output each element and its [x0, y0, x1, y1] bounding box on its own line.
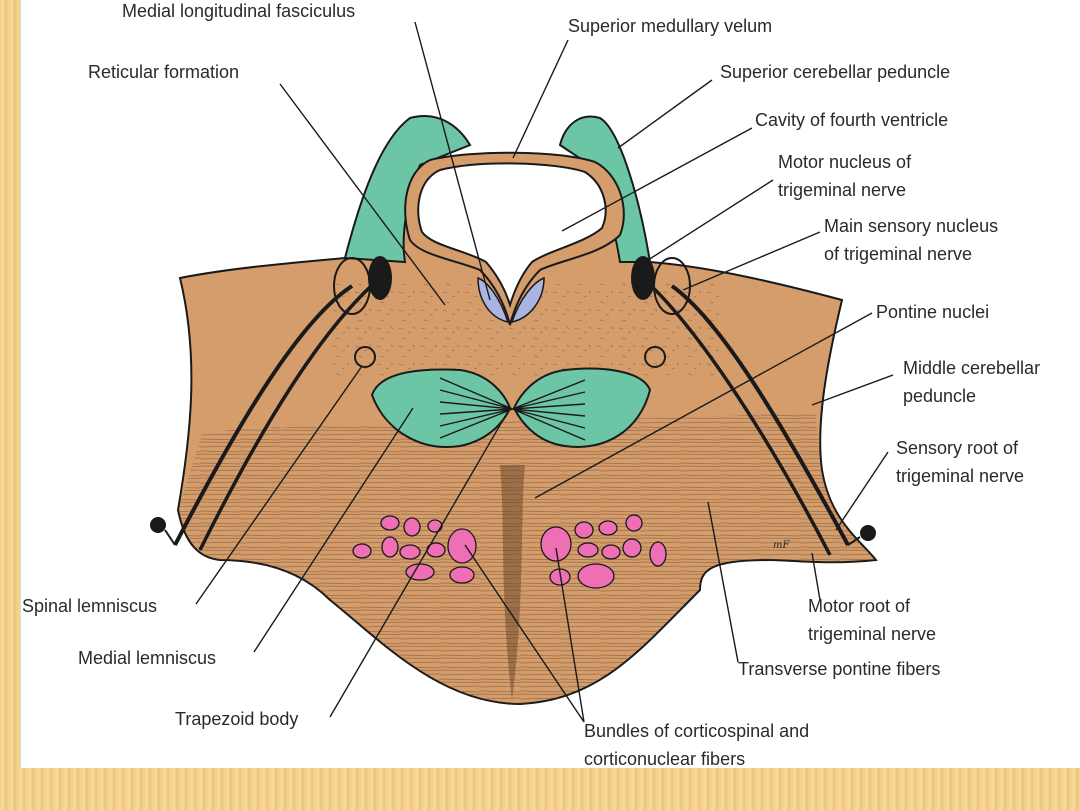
right-main-sensory-nucleus — [653, 257, 691, 315]
label-sensory-root-line1: Sensory root of — [896, 438, 1019, 458]
label-spinal-lemniscus: Spinal lemniscus — [22, 596, 157, 616]
midline-raphe — [500, 465, 525, 700]
label-medial-lemniscus: Medial lemniscus — [78, 648, 216, 668]
leader-lines — [195, 21, 894, 723]
label-sensory-root-line2: trigeminal nerve — [896, 466, 1024, 486]
label-medial-longitudinal-fasciculus: Medial longitudinal fasciculus — [122, 1, 355, 21]
left-spinal-lemniscus — [354, 346, 376, 368]
right-ganglion-stalk — [847, 536, 861, 546]
label-cavity-fourth-ventricle: Cavity of fourth ventricle — [755, 110, 948, 130]
right-trigeminal-root — [670, 284, 850, 546]
left-corticospinal-bundles — [352, 515, 477, 584]
label-transverse-pontine-fibers: Transverse pontine fibers — [738, 659, 940, 679]
fourth-ventricle-cavity — [417, 162, 607, 309]
left-ganglion-stalk — [164, 529, 176, 546]
label-motor-root-line2: trigeminal nerve — [808, 624, 936, 644]
right-spinal-lemniscus — [644, 346, 666, 368]
left-trigeminal-root-2 — [198, 276, 382, 551]
label-middle-cerebellar-line2: peduncle — [903, 386, 976, 406]
label-motor-root-line1: Motor root of — [808, 596, 911, 616]
label-middle-cerebellar-line1: Middle cerebellar — [903, 358, 1040, 378]
label-motor-nucleus-line1: Motor nucleus of — [778, 152, 912, 172]
right-mlf — [510, 276, 545, 324]
reticular-texture — [330, 280, 720, 380]
label-main-sensory-line2: of trigeminal nerve — [824, 244, 972, 264]
right-ganglion — [860, 525, 876, 541]
label-motor-nucleus-line2: trigeminal nerve — [778, 180, 906, 200]
left-trigeminal-root — [173, 284, 354, 546]
label-main-sensory-line1: Main sensory nucleus — [824, 216, 998, 236]
trapezoid-crossing-fibers — [439, 377, 586, 441]
right-trigeminal-root-2 — [641, 276, 832, 556]
label-reticular-formation: Reticular formation — [88, 62, 239, 82]
right-corticospinal-bundles — [540, 514, 667, 589]
label-superior-cerebellar-peduncle: Superior cerebellar peduncle — [720, 62, 950, 82]
artist-mark: mF — [773, 540, 790, 551]
left-ganglion — [150, 517, 166, 533]
left-mlf — [477, 276, 510, 324]
label-bundles-line2: corticonuclear fibers — [584, 749, 745, 769]
label-superior-medullary-velum: Superior medullary velum — [568, 16, 772, 36]
fiber-band — [178, 412, 876, 704]
label-pontine-nuclei: Pontine nuclei — [876, 302, 989, 322]
label-bundles-line1: Bundles of corticospinal and — [584, 721, 809, 741]
label-trapezoid-body: Trapezoid body — [175, 709, 298, 729]
